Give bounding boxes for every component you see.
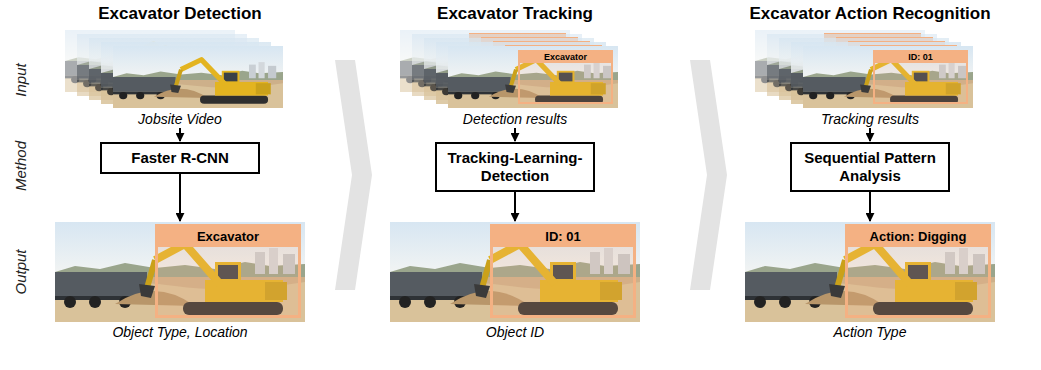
- method-name: Faster R-CNN: [108, 149, 252, 167]
- method-name: Tracking-Learning-Detection: [443, 149, 587, 185]
- stage-chevron: [690, 60, 727, 290]
- column-title: Excavator Detection: [98, 4, 261, 24]
- bounding-box: ID: 01: [873, 50, 968, 104]
- output-photo: [390, 222, 640, 322]
- bounding-box: Excavator: [155, 224, 301, 318]
- box-label: Action: Digging: [848, 227, 988, 247]
- bounding-box: Action: Digging: [845, 224, 991, 318]
- column-title: Excavator Action Recognition: [749, 4, 990, 24]
- box-label: ID: 01: [875, 52, 966, 63]
- caption: Action Type: [745, 323, 995, 341]
- row-label: Input: [12, 63, 29, 96]
- flow-arrow: [179, 128, 181, 141]
- output-photos: [55, 222, 995, 322]
- column-title: Excavator Tracking: [437, 4, 593, 24]
- box-label: Excavator: [520, 52, 611, 63]
- flow-arrow: [514, 192, 516, 221]
- box-label: ID: 01: [493, 227, 633, 247]
- flow-arrow: [869, 128, 871, 141]
- input-frames: Jobsite Video: [65, 30, 295, 128]
- output-image: Action Type Action: Digging: [745, 222, 995, 341]
- caption: Detection results: [400, 110, 630, 128]
- detection-frames: [400, 30, 618, 108]
- row-label: Method: [12, 141, 29, 191]
- row-label: Output: [12, 249, 29, 294]
- bounding-box: ID: 01: [490, 224, 636, 318]
- flow-arrow: [514, 128, 516, 141]
- caption: Jobsite Video: [65, 110, 295, 128]
- output-photo: [745, 222, 995, 322]
- method-box: Sequential Pattern Analysis: [790, 142, 950, 192]
- caption: Object Type, Location: [55, 323, 305, 341]
- flow-arrow: [179, 174, 181, 221]
- output-image: Object Type, Location Excavator: [55, 222, 305, 341]
- caption: Object ID: [390, 323, 640, 341]
- video-frame: [803, 46, 973, 108]
- bounding-box: Excavator: [518, 50, 613, 104]
- tracking-frames: [755, 30, 973, 108]
- video-frame: [448, 46, 618, 108]
- output-image: Object ID ID: 01: [390, 222, 640, 341]
- box-label: Excavator: [158, 227, 298, 247]
- output-photo: [55, 222, 305, 322]
- flow-arrow: [869, 192, 871, 221]
- method-name: Sequential Pattern Analysis: [798, 149, 942, 185]
- video-frame: [113, 46, 283, 108]
- input-frames: Tracking results ID: 01: [755, 30, 985, 128]
- caption: Tracking results: [755, 110, 985, 128]
- video-frames: [65, 30, 283, 108]
- input-frames: Detection results Excavator: [400, 30, 630, 128]
- method-box: Faster R-CNN: [100, 142, 260, 174]
- stage-chevron: [335, 60, 372, 290]
- method-box: Tracking-Learning-Detection: [435, 142, 595, 192]
